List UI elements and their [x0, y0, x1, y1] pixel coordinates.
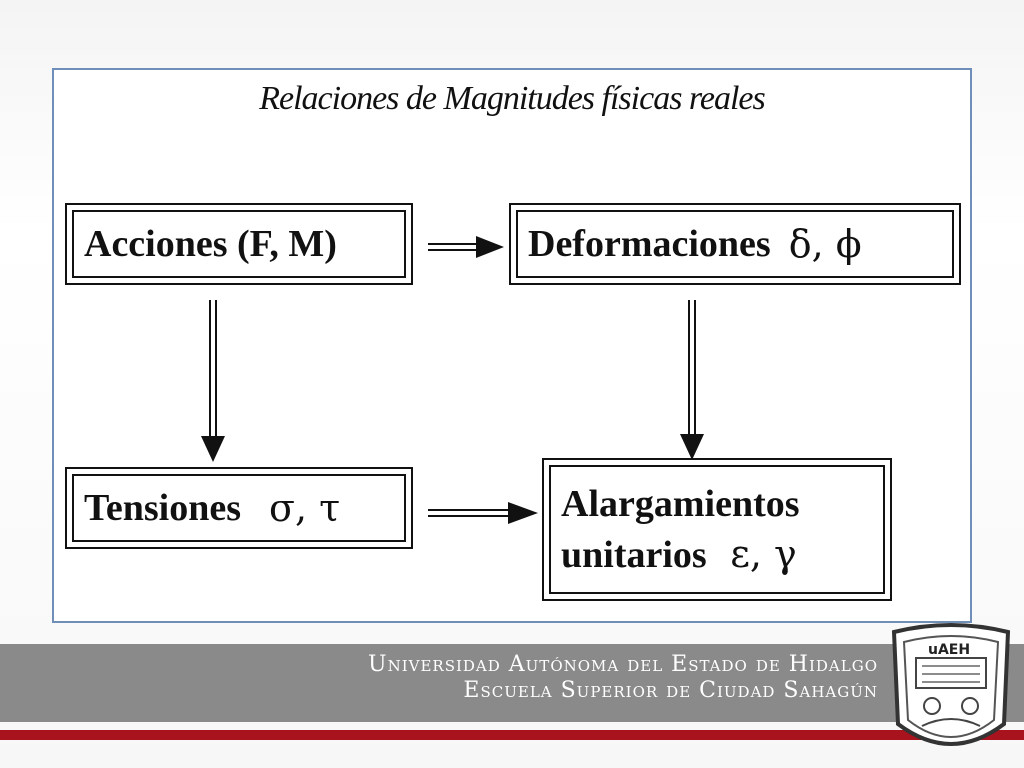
footer-accent-line [0, 730, 1024, 740]
university-seal-logo: uAEH [891, 623, 1011, 746]
node-deformaciones-label: Deformaciones [528, 223, 771, 265]
arrow-acciones-tensiones [201, 300, 225, 462]
arrow-tensiones-alargamientos [428, 502, 538, 524]
node-acciones: Acciones (F, M) [65, 203, 413, 285]
node-deformaciones: Deformaciones δ, ϕ [509, 203, 961, 285]
node-deformaciones-symbols: δ, ϕ [788, 222, 862, 266]
node-alargamientos-symbols: ε, γ [730, 532, 797, 576]
footer-school-name: Escuela Superior de Ciudad Sahagún [463, 678, 878, 703]
slide-title: Relaciones de Magnitudes físicas reales [259, 80, 766, 117]
node-alargamientos-line1: Alargamientos [561, 483, 800, 525]
node-alargamientos-line2-wrap: unitarios ε, γ [561, 529, 797, 580]
arrow-acciones-deformaciones [428, 236, 504, 258]
node-alargamientos: Alargamientos unitarios ε, γ [542, 458, 892, 601]
node-tensiones-symbols: σ, τ [269, 486, 341, 530]
node-alargamientos-line2: unitarios [561, 534, 707, 576]
logo-text: uAEH [928, 642, 970, 658]
arrow-deformaciones-alargamientos [680, 300, 704, 460]
node-acciones-label: Acciones (F, M) [84, 223, 337, 265]
node-tensiones: Tensiones σ, τ [65, 467, 413, 549]
footer-band [0, 644, 1024, 722]
node-tensiones-label: Tensiones [84, 487, 241, 529]
footer-university-name: Universidad Autónoma del Estado de Hidal… [368, 652, 878, 677]
